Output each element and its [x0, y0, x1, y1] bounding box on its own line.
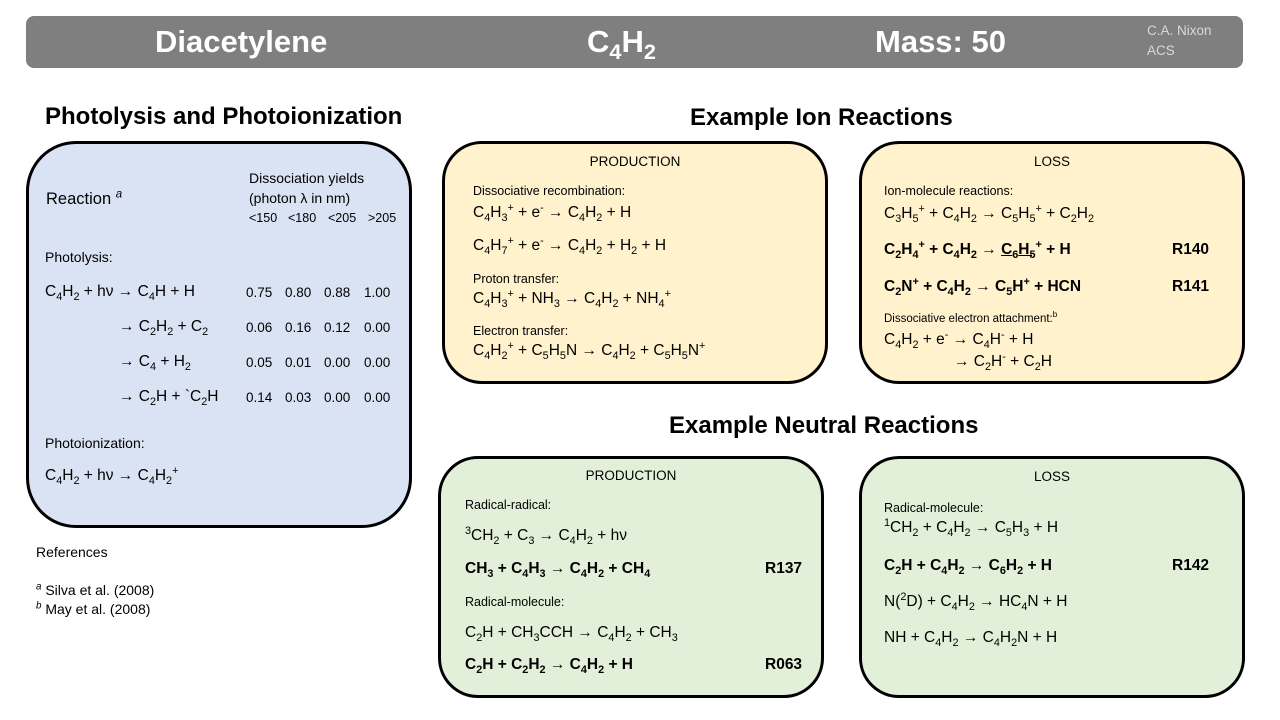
ion-production-eq-4: C4H2+ + C5H5N → C4H2 + C5H5N+	[473, 339, 706, 363]
ion-loss-eq-1: C3H5+ + C4H2 → C5H5+ + C2H2	[884, 202, 1094, 226]
ion-loss-attach-eq-2: → C2H- + C2H	[954, 350, 1052, 374]
neutral-reactions-heading: Example Neutral Reactions	[669, 412, 979, 439]
yield-value: 0.06	[246, 320, 273, 335]
neutral-production-eq-2: CH3 + C4H3 → C4H2 + CH4	[465, 560, 651, 581]
photoionization-label: Photoionization:	[45, 435, 145, 451]
molecule-formula: C4H2	[587, 24, 656, 65]
ion-reactions-heading: Example Ion Reactions	[690, 104, 953, 131]
yield-value: 0.01	[285, 355, 312, 370]
yield-column-3: <205	[328, 211, 357, 225]
ion-production-eq-1: C4H3+ + e- → C4H2 + H	[473, 201, 632, 225]
reference-b: b May et al. (2008)	[36, 601, 150, 617]
references-title: References	[36, 544, 108, 560]
yield-value: 0.00	[364, 390, 391, 405]
reaction-column-header: Reaction a	[46, 188, 123, 209]
ion-loss-panel: LOSS Ion-molecule reactions: C3H5+ + C4H…	[859, 141, 1245, 384]
reference-a: a Silva et al. (2008)	[36, 582, 154, 598]
neutral-loss-id-2: R142	[1172, 557, 1210, 574]
ion-production-label-2: Proton transfer:	[473, 272, 560, 286]
neutral-loss-panel: LOSS Radical-molecule: 1CH2 + C4H2 → C5H…	[859, 456, 1245, 698]
photolysis-reaction-3: → C4 + H2	[119, 353, 191, 374]
yield-value: 0.03	[285, 390, 312, 405]
neutral-production-title: PRODUCTION	[585, 468, 677, 483]
ion-loss-label-1: Ion-molecule reactions:	[884, 184, 1014, 198]
ion-loss-attach-eq-1: C4H2 + e- → C4H- + H	[884, 328, 1034, 352]
neutral-loss-eq-2: C2H + C4H2 → C6H2 + H	[884, 557, 1052, 578]
ion-production-panel: PRODUCTION Dissociative recombination: C…	[442, 141, 828, 384]
yield-value: 0.00	[324, 390, 351, 405]
yield-value: 0.16	[285, 320, 312, 335]
yields-header-line2: (photon λ in nm)	[249, 190, 351, 206]
yield-value: 0.88	[324, 285, 351, 300]
photoionization-reaction: C4H2 + hν → C4H2+	[45, 464, 179, 488]
reaction-label: Reaction	[46, 190, 112, 208]
yield-value: 0.12	[324, 320, 351, 335]
neutral-production-label-2: Radical-molecule:	[465, 595, 565, 609]
neutral-production-eq-4: C2H + C2H2 → C4H2 + H	[465, 656, 633, 677]
credit-org: ACS	[1147, 43, 1175, 58]
photolysis-label: Photolysis:	[45, 249, 113, 265]
yield-value: 0.14	[246, 390, 273, 405]
ion-production-eq-3: C4H3+ + NH3 → C4H2 + NH4+	[473, 287, 671, 311]
ion-loss-eq-2: C2H4+ + C4H2 → C6H5+ + H	[884, 238, 1071, 262]
yield-value: 0.05	[246, 355, 273, 370]
yield-value: 0.00	[324, 355, 351, 370]
yield-value: 0.00	[364, 320, 391, 335]
ion-production-label-3: Electron transfer:	[473, 324, 569, 338]
neutral-loss-eq-1: 1CH2 + C4H2 → C5H3 + H	[884, 516, 1059, 540]
yield-value: 0.75	[246, 285, 273, 300]
neutral-production-id-4: R063	[765, 656, 803, 673]
yield-value: 1.00	[364, 285, 391, 300]
yield-value: 0.80	[285, 285, 312, 300]
reference-b-text: May et al. (2008)	[45, 601, 151, 617]
ion-loss-id-3: R141	[1172, 278, 1210, 295]
ion-production-title: PRODUCTION	[589, 154, 681, 169]
photolysis-heading: Photolysis and Photoionization	[45, 103, 403, 130]
title-banner: Diacetylene C4H2 Mass: 50 C.A. Nixon ACS	[26, 16, 1243, 68]
reaction-footnote-mark: a	[115, 188, 123, 201]
neutral-production-label-1: Radical-radical:	[465, 498, 552, 512]
yields-header-line1: Dissociation yields	[249, 170, 365, 186]
ion-production-label-1: Dissociative recombination:	[473, 184, 626, 198]
molecule-mass: Mass: 50	[875, 24, 1006, 59]
ion-loss-id-2: R140	[1172, 241, 1210, 258]
reference-a-text: Silva et al. (2008)	[45, 582, 155, 598]
yield-column-4: >205	[368, 211, 397, 225]
ion-loss-title: LOSS	[1033, 154, 1071, 169]
molecule-name: Diacetylene	[155, 24, 328, 59]
neutral-production-id-2: R137	[765, 560, 803, 577]
neutral-loss-eq-4: NH + C4H2 → C4H2N + H	[884, 629, 1058, 650]
reference-b-mark: b	[36, 600, 42, 612]
neutral-production-eq-1: 3CH2 + C3 → C4H2 + hν	[465, 524, 627, 548]
credit: C.A. Nixon ACS	[1147, 21, 1212, 61]
ion-loss-label-2-mark: b	[1052, 310, 1058, 320]
photolysis-panel: Reaction a Dissociation yields (photon λ…	[26, 141, 412, 528]
neutral-loss-eq-3: N(2D) + C4H2 → HC4N + H	[884, 590, 1068, 614]
neutral-production-eq-3: C2H + CH3CCH → C4H2 + CH3	[465, 624, 678, 645]
yield-column-2: <180	[288, 211, 317, 225]
neutral-loss-title: LOSS	[1033, 469, 1071, 484]
ion-loss-label-2: Dissociative electron attachment:b	[884, 310, 1058, 325]
photolysis-reaction-2: → C2H2 + C2	[119, 318, 209, 339]
ion-loss-eq-3: C2N+ + C4H2 → C5H+ + HCN	[884, 275, 1082, 299]
yield-column-1: <150	[249, 211, 278, 225]
ion-production-eq-2: C4H7+ + e- → C4H2 + H2 + H	[473, 234, 667, 258]
ion-loss-label-2-text: Dissociative electron attachment:	[884, 313, 1053, 325]
photolysis-reaction-4: → C2H + `C2H	[119, 388, 219, 409]
reference-a-mark: a	[36, 581, 42, 593]
credit-author: C.A. Nixon	[1147, 23, 1212, 38]
neutral-production-panel: PRODUCTION Radical-radical: 3CH2 + C3 → …	[438, 456, 824, 698]
yield-value: 0.00	[364, 355, 391, 370]
neutral-loss-label-1: Radical-molecule:	[884, 501, 984, 515]
photolysis-reaction-1: C4H2 + hν → C4H + H	[45, 283, 195, 304]
